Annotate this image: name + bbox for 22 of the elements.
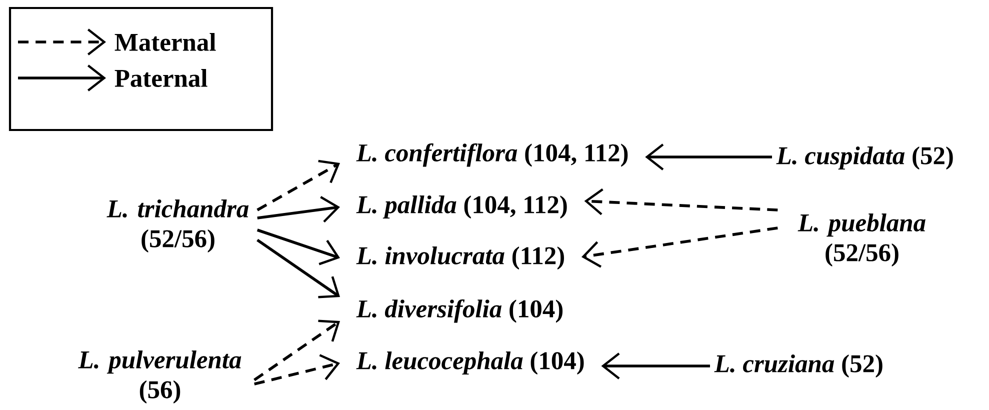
arrow xyxy=(584,188,778,216)
arrow xyxy=(256,228,340,266)
arrow xyxy=(601,352,710,380)
arrow xyxy=(256,238,340,298)
species-label: L. leucocephala (104) xyxy=(356,351,584,375)
species-label: L. cuspidata (52) xyxy=(776,146,953,170)
species-label: L. confertiflora (104, 112) xyxy=(356,143,628,167)
species-label: L. pallida (104, 112) xyxy=(356,195,567,219)
legend-label: Paternal xyxy=(114,69,208,87)
arrow xyxy=(257,196,340,223)
arrow xyxy=(581,226,778,268)
species-label: L. involucrata (112) xyxy=(356,246,564,270)
arrow xyxy=(254,320,340,382)
species-label: L. trichandra (52/56) xyxy=(106,200,249,252)
legend-label: Maternal xyxy=(114,33,216,51)
arrow xyxy=(256,160,340,212)
species-label: L. pueblana (52/56) xyxy=(798,214,926,266)
arrow xyxy=(645,144,772,170)
arrow xyxy=(254,354,340,386)
species-label: L. cruziana (52) xyxy=(714,354,882,378)
species-label: L. diversifolia (104) xyxy=(356,299,563,323)
species-label: L. pulverulenta (56) xyxy=(78,350,242,404)
